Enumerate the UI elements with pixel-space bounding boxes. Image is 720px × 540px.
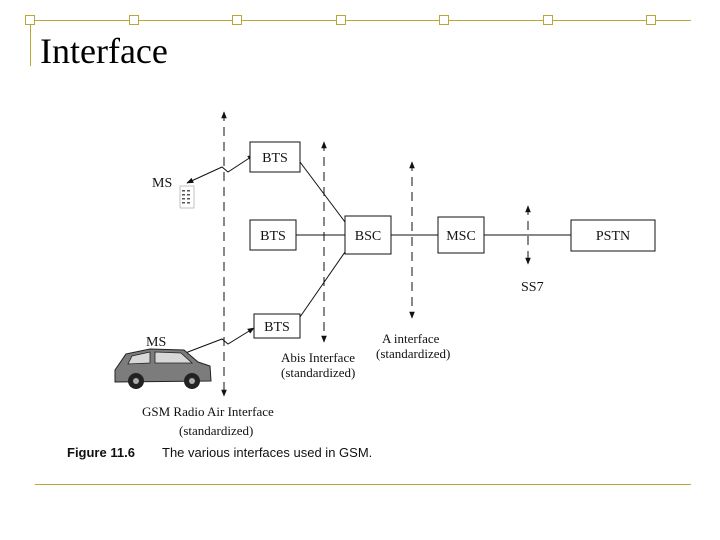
rule-square <box>646 15 656 25</box>
figure-number: Figure 11.6 <box>67 445 135 460</box>
radio-links <box>179 154 255 356</box>
rule-square <box>232 15 242 25</box>
ss7-label: SS7 <box>521 280 544 295</box>
link-bts-top-bsc <box>299 161 346 223</box>
bts-bottom-label: BTS <box>264 320 290 335</box>
handset-icon <box>179 185 195 209</box>
car-icon <box>114 348 212 389</box>
link-bts-bottom-bsc <box>299 251 346 318</box>
ms-bottom-label: MS <box>146 335 166 350</box>
figure-caption: The various interfaces used in GSM. <box>162 445 372 460</box>
left-rule <box>30 20 31 66</box>
node-boxes <box>249 141 656 339</box>
pstn-label: PSTN <box>596 229 630 244</box>
bsc-box <box>344 215 392 255</box>
slide-title: Interface <box>40 31 168 71</box>
bts-bottom-box <box>253 313 301 339</box>
air-interface-sublabel: (standardized) <box>179 423 253 438</box>
corner-square <box>25 15 35 25</box>
top-rule <box>30 20 691 21</box>
air-interface-label: GSM Radio Air Interface <box>142 404 274 419</box>
msc-box <box>437 216 485 254</box>
bts-top-box <box>249 141 301 173</box>
bts-top-label: BTS <box>262 151 288 166</box>
bottom-rule <box>35 484 691 485</box>
rule-square <box>439 15 449 25</box>
ms-top-label: MS <box>152 176 172 191</box>
bts-mid-label: BTS <box>260 229 286 244</box>
rule-square <box>129 15 139 25</box>
abis-interface-sublabel: (standardized) <box>281 365 355 380</box>
pstn-box <box>570 219 656 252</box>
a-interface-label: A interface <box>382 331 440 346</box>
a-interface-sublabel: (standardized) <box>376 346 450 361</box>
bsc-label: BSC <box>355 229 381 244</box>
bts-mid-box <box>249 219 297 251</box>
rule-square <box>336 15 346 25</box>
rule-square <box>543 15 553 25</box>
radio-link-bottom <box>179 327 255 356</box>
radio-link-top <box>186 154 255 184</box>
abis-interface-label: Abis Interface <box>281 350 355 365</box>
msc-label: MSC <box>446 229 476 244</box>
